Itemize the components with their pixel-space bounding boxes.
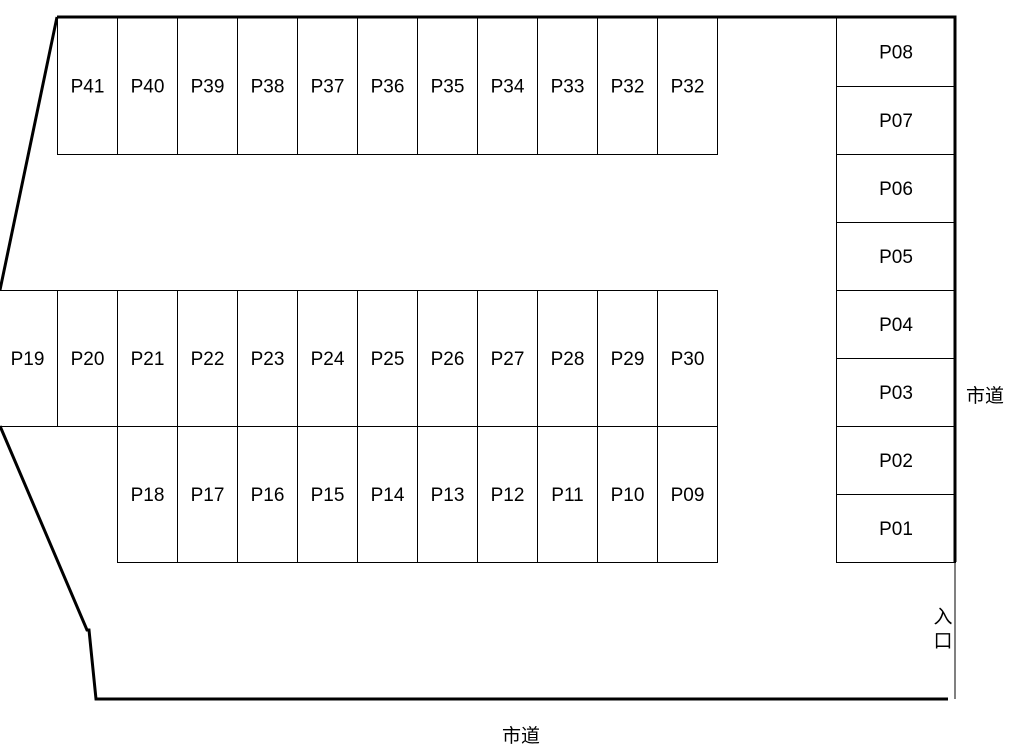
parking-slot-label: P28: [551, 349, 585, 370]
parking-slot-label: P40: [131, 77, 165, 98]
parking-slot-label: P03: [879, 383, 913, 404]
parking-slot-label: P25: [371, 349, 405, 370]
parking-slot: [357, 426, 418, 563]
parking-slot-label: P41: [71, 77, 105, 98]
parking-slot: [357, 17, 418, 155]
parking-slot: [417, 426, 478, 563]
parking-slot-label: P19: [11, 349, 45, 370]
parking-slot-label: P27: [491, 349, 525, 370]
parking-slot-label: P35: [431, 77, 465, 98]
parking-slot-label: P01: [879, 519, 913, 540]
parking-slot-label: P32: [611, 77, 645, 98]
parking-slot: [117, 426, 178, 563]
parking-slot: [297, 17, 358, 155]
parking-slot-label: P16: [251, 485, 285, 506]
parking-slot-label: P08: [879, 43, 913, 64]
parking-slot-label: P37: [311, 77, 345, 98]
parking-slot: [117, 17, 178, 155]
parking-slot: [57, 290, 118, 427]
parking-slot: [836, 290, 956, 359]
west-lower-wall: [0, 425, 948, 701]
parking-slot: [836, 494, 956, 563]
parking-slot: [477, 290, 538, 427]
parking-slot-label: P39: [191, 77, 225, 98]
parking-slot: [597, 426, 658, 563]
parking-slot-label: P14: [371, 485, 405, 506]
parking-slot-label: P04: [879, 315, 913, 336]
parking-slot-label: P29: [611, 349, 645, 370]
parking-slot-label: P12: [491, 485, 525, 506]
parking-slot: [537, 290, 598, 427]
parking-slot: [0, 290, 58, 427]
parking-slot-label: P07: [879, 111, 913, 132]
parking-slot-label: P09: [671, 485, 705, 506]
parking-slot-label: P18: [131, 485, 165, 506]
parking-slot-label: P11: [551, 485, 583, 506]
parking-slot: [297, 290, 358, 427]
parking-slot: [297, 426, 358, 563]
parking-slot-label: P15: [311, 485, 345, 506]
parking-slot-label: P06: [879, 179, 913, 200]
parking-slot: [836, 222, 956, 291]
parking-slot-label: P30: [671, 349, 705, 370]
parking-slot: [477, 17, 538, 155]
parking-slot-label: P10: [611, 485, 645, 506]
parking-slot-label: P20: [71, 349, 105, 370]
parking-slot: [836, 154, 956, 223]
parking-slot-label: P05: [879, 247, 913, 268]
parking-slot: [597, 17, 658, 155]
entrance-label-char: 入: [933, 607, 953, 628]
parking-slot-label: P26: [431, 349, 465, 370]
parking-slot-label: P38: [251, 77, 285, 98]
parking-slot: [237, 17, 298, 155]
parking-slot-label: P32: [671, 77, 705, 98]
right-road-label: 市道: [966, 386, 1005, 407]
west-upper-wall: [0, 16, 59, 291]
parking-slot: [836, 86, 956, 155]
parking-slot: [177, 290, 238, 427]
parking-slot: [657, 426, 718, 563]
parking-slot-label: P23: [251, 349, 285, 370]
entrance-label: 入口: [932, 606, 954, 654]
parking-slot-label: P17: [191, 485, 225, 506]
parking-slot: [477, 426, 538, 563]
parking-slot-label: P02: [879, 451, 913, 472]
parking-slot: [177, 426, 238, 563]
parking-slot-label: P22: [191, 349, 225, 370]
parking-slot: [537, 426, 598, 563]
parking-slot: [537, 17, 598, 155]
parking-slot: [417, 17, 478, 155]
parking-slot-label: P13: [431, 485, 465, 506]
bottom-road-label: 市道: [502, 726, 541, 747]
parking-slot-label: P34: [491, 77, 525, 98]
parking-slot: [237, 426, 298, 563]
parking-slot: [57, 17, 118, 155]
parking-slot-label: P21: [131, 349, 165, 370]
parking-slot: [657, 17, 718, 155]
parking-slot-label: P36: [371, 77, 405, 98]
parking-slot: [657, 290, 718, 427]
parking-slot-label: P24: [311, 349, 345, 370]
parking-slot-label: P33: [551, 77, 585, 98]
lot-boundary: [0, 15, 957, 701]
parking-slot: [417, 290, 478, 427]
north-and-east-wall: [57, 15, 957, 562]
entrance-label-char: 口: [933, 631, 953, 652]
parking-slot: [836, 426, 956, 495]
